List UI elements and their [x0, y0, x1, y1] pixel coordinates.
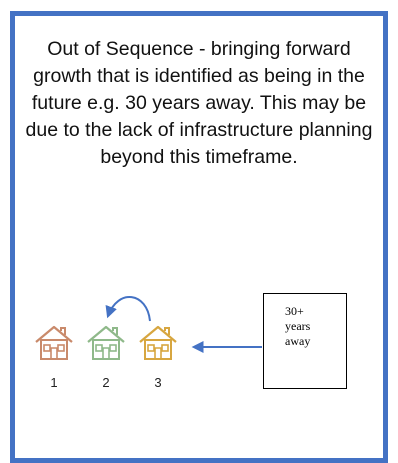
- house-3-icon: [138, 324, 178, 362]
- callout-line-3: away: [285, 334, 311, 348]
- house-1-icon: [34, 324, 74, 362]
- callout-box: 30+ years away: [263, 293, 347, 389]
- house-2-icon: [86, 324, 126, 362]
- curved-arrow-icon: [105, 296, 151, 322]
- callout-text: 30+ years away: [285, 304, 345, 349]
- house-2-label: 2: [102, 375, 110, 390]
- callout-line-2: years: [285, 319, 311, 333]
- description-text: Out of Sequence - bringing forward growt…: [25, 38, 373, 168]
- callout-line-1: 30+: [285, 304, 304, 318]
- house-3-label: 3: [154, 375, 162, 390]
- house-1-label: 1: [50, 375, 58, 390]
